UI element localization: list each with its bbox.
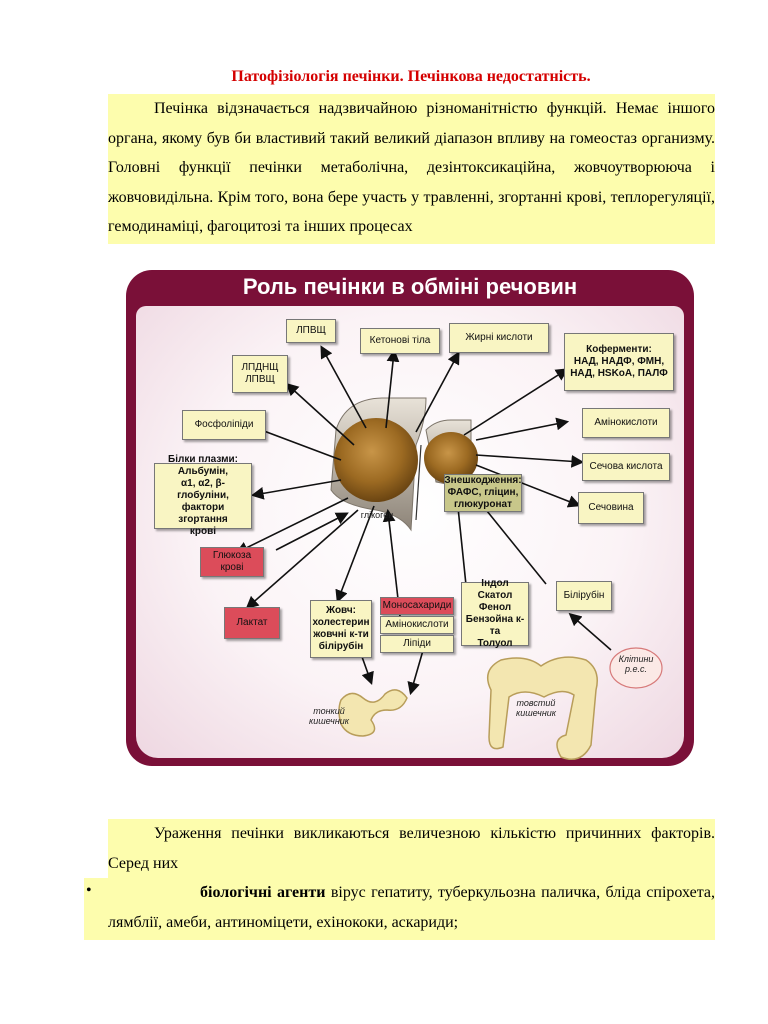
box-lactate: Лактат [224,607,280,639]
box-fatty-acids: Жирні кислоти [449,323,549,353]
bullet-rest-text: вірус гепатиту, туберкульозна паличка, б… [108,884,716,931]
box-plasma-proteins: Білки плазми: Альбумін, α1, α2, β-глобул… [154,454,252,537]
figure-title: Роль печінки в обміні речовин [242,274,578,299]
causes-paragraph: Ураження печінки викликаються величезною… [108,819,715,878]
res-cells-ellipse [609,647,663,689]
box-coenzymes: Коферменти: НАД, НАДФ, ФМН, НАД, HSKoA, … [564,333,674,391]
box-bile: Жовч: холестерин жовчні к-ти білірубін [310,600,372,658]
bullet-bold-term: біологічні агенти [200,884,326,901]
box-ketone-bodies: Кетонові тіла [360,328,440,354]
res-cells-label: Клітини р.е.с. [618,654,654,674]
liver-diagram [235,345,663,760]
bullet-symbol: • [86,882,92,899]
intro-paragraph: Печінка відзначається надзвичайною різно… [108,94,715,244]
box-urea: Сечовина [578,492,644,524]
intro-text: Печінка відзначається надзвичайною різно… [108,100,715,235]
box-phospholipids: Фосфоліпіди [182,410,266,440]
box-neutralization: Знешкодження: ФАФС, гліцин, глюкуронат [444,474,522,512]
box-uric-acid: Сечова кислота [582,453,670,481]
bullet-item-biological-agents: біологічні агенти вірус гепатиту, туберк… [108,878,715,937]
box-lipids: Ліпіди [380,635,454,653]
small-intestine [338,689,408,737]
liver-metabolism-figure: Роль печінки в обміні речовин [126,270,696,770]
box-monosaccharides: Моносахариди [380,597,454,615]
causes-text: Ураження печінки викликаються величезною… [108,825,715,872]
box-indole-group: Індол Скатол Фенол Бензойна к-та Толуол [461,578,529,649]
box-bilirubin: Білірубін [556,581,612,611]
box-amino-acids-2: Амінокислоти [380,616,454,634]
box-amino-acids: Амінокислоти [582,408,670,438]
bullet-highlight [84,878,715,940]
document-title: Патофізіологія печінки. Печінкова недост… [231,68,591,85]
large-intestine-label: товстий кишечник [515,698,557,718]
box-blood-glucose: Глюкоза крові [200,547,264,577]
box-lpvsch: ЛПВЩ [286,319,336,343]
box-lpdnshch: ЛПДНЩ ЛПВЩ [232,355,288,393]
liver-lobe-small [424,432,478,484]
large-intestine [486,656,598,760]
small-intestine-label: тонкий кишечник [308,706,350,726]
liver-lobe-main [334,418,418,502]
glycogen-label: глікоген [360,510,394,520]
